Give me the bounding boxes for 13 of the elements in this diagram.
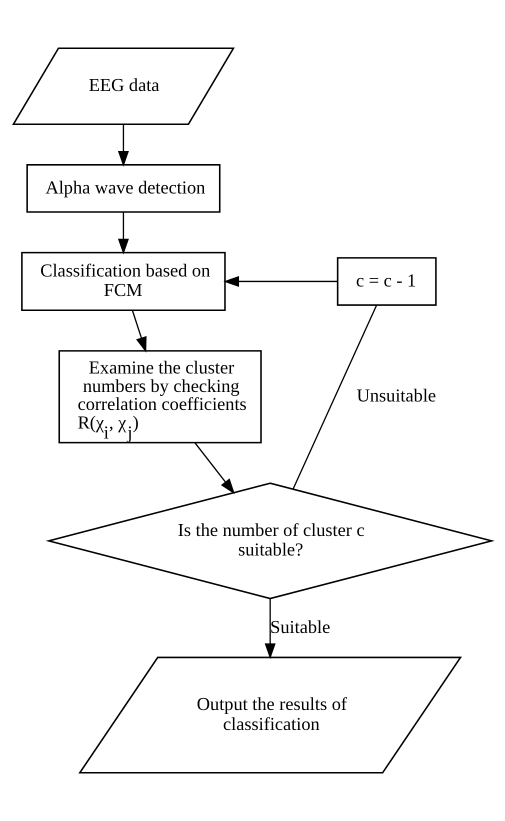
node-diamond: Is the number of cluster c suitable?	[46, 482, 495, 600]
arrow	[118, 212, 129, 255]
node-box: Alpha wave detection	[26, 164, 221, 213]
edge-label: Unsuitable	[356, 386, 436, 406]
arrow	[223, 276, 338, 287]
arrow	[132, 310, 147, 353]
arrow	[194, 442, 235, 494]
edge-label: Suitable	[270, 616, 330, 637]
node-box: c = c - 1	[336, 257, 437, 306]
connector	[292, 304, 378, 490]
arrow	[118, 124, 129, 167]
arrow	[264, 598, 276, 660]
node-box: Classification based on FCM	[21, 252, 226, 312]
